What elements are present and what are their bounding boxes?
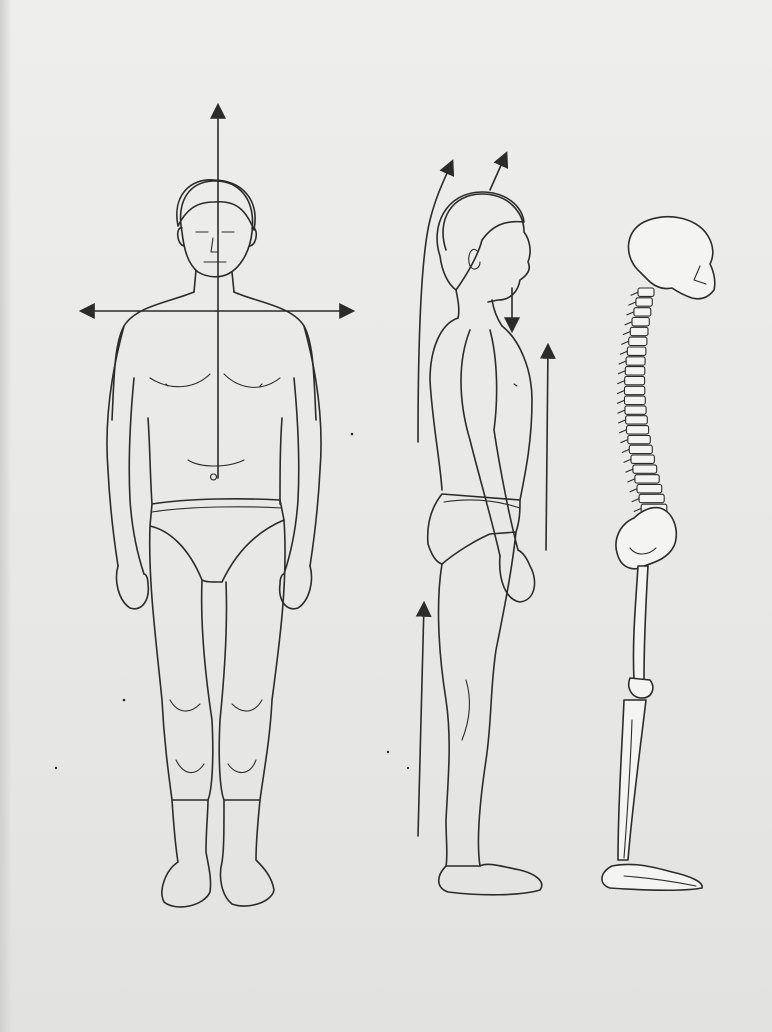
spinous-process	[632, 499, 639, 502]
vertebra	[639, 494, 664, 502]
speck	[407, 767, 409, 769]
spinous-process	[620, 430, 627, 433]
front-right-leg	[219, 520, 285, 800]
vertebra	[630, 327, 648, 335]
vertebra	[635, 475, 659, 483]
spinous-process	[618, 381, 625, 384]
vertebra	[633, 465, 657, 473]
spinous-process	[619, 420, 626, 423]
vertebra	[636, 298, 652, 306]
vertebra	[626, 416, 648, 424]
spinous-process	[626, 469, 633, 472]
spinous-process	[622, 341, 629, 344]
speck	[55, 767, 57, 769]
spinous-process	[618, 371, 625, 374]
spinous-process	[624, 459, 631, 462]
side-torso-front	[502, 326, 532, 500]
side-front-arrow	[546, 346, 548, 550]
spinous-process	[618, 391, 625, 394]
vertebra	[637, 485, 662, 493]
spinous-process	[625, 322, 632, 325]
spine	[618, 288, 670, 522]
spinous-process	[627, 312, 634, 315]
vertebra	[638, 288, 654, 296]
spinous-process	[629, 302, 636, 305]
spinous-process	[621, 440, 628, 443]
spinous-process	[618, 400, 625, 403]
vertebra	[629, 337, 647, 345]
pelvis	[616, 508, 676, 569]
vertebra	[625, 396, 646, 404]
skeleton-figure	[602, 217, 715, 891]
spinous-process	[619, 361, 626, 364]
front-briefs	[150, 499, 284, 582]
skull	[628, 217, 714, 299]
vertebra	[627, 426, 649, 434]
foot-bones	[602, 864, 702, 890]
vertebra	[629, 445, 652, 453]
side-back-arrow	[418, 162, 452, 442]
side-head	[443, 194, 530, 302]
speck	[387, 751, 389, 753]
side-arm	[461, 330, 518, 556]
vertebra	[634, 308, 651, 316]
vertebra	[631, 455, 654, 463]
side-foot	[439, 864, 542, 894]
spinous-process	[623, 332, 630, 335]
vertebra	[628, 435, 651, 443]
vertebra	[626, 357, 645, 365]
vertebra	[625, 406, 646, 414]
vertebra	[625, 367, 645, 375]
front-hair	[177, 180, 255, 230]
spinous-process	[631, 292, 638, 295]
side-leg-back	[439, 564, 450, 866]
spinous-process	[618, 410, 625, 413]
speck	[351, 433, 354, 436]
front-left-leg	[150, 526, 213, 800]
front-view-figure	[82, 106, 352, 907]
vertebra	[625, 386, 645, 394]
femur	[633, 566, 648, 680]
side-neck	[456, 290, 502, 326]
side-view-figure	[418, 154, 548, 895]
vertebra	[627, 347, 646, 355]
vertebra	[625, 376, 645, 384]
spinous-process	[628, 479, 635, 482]
front-left-arm	[107, 326, 144, 574]
front-right-foot	[220, 800, 274, 906]
front-right-arm	[284, 326, 321, 574]
spinous-process	[620, 351, 627, 354]
side-head-top-arrow	[490, 154, 506, 190]
side-torso-back	[430, 318, 458, 490]
spinous-process	[634, 508, 641, 511]
side-hair	[437, 192, 524, 290]
spinous-process	[630, 489, 637, 492]
spinous-process	[622, 449, 629, 452]
speck	[123, 699, 126, 702]
front-left-foot	[162, 800, 211, 907]
vertebra	[632, 318, 649, 326]
side-leg-front	[478, 532, 516, 866]
side-leg-arrow	[418, 604, 424, 836]
